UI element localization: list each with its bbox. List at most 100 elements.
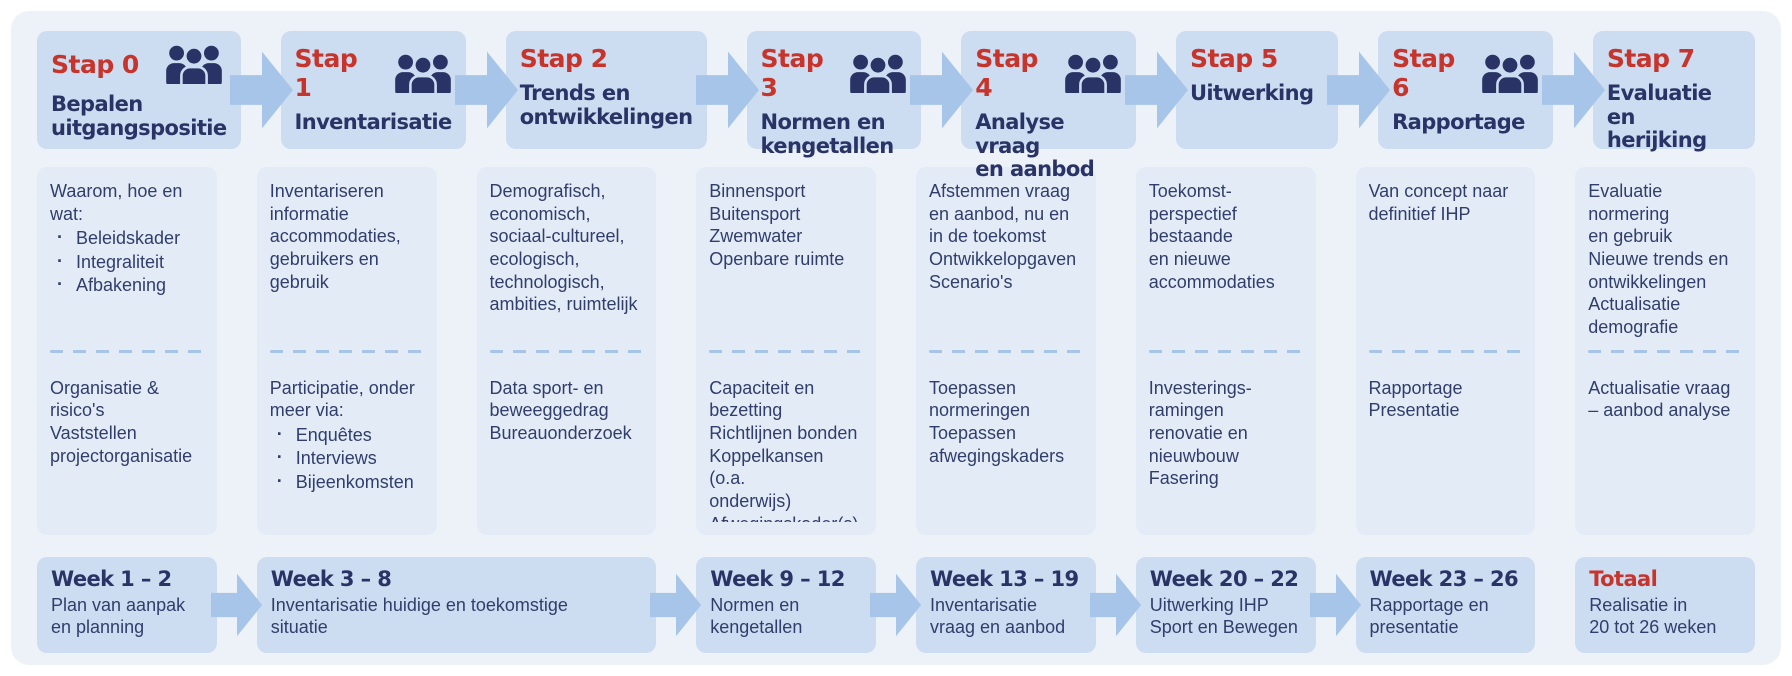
- ihp-process-diagram: Stap 0 Bepalen uitgangspositie: [11, 11, 1781, 665]
- week-text: Inventarisatie huidige en toekomstige si…: [270, 595, 568, 637]
- week-title: Week 1 – 2: [51, 567, 172, 591]
- arrow-right-icon: [1307, 566, 1365, 644]
- week-title: Totaal: [1589, 567, 1658, 591]
- steps-detail-row: Waarom, hoe en wat: BeleidskaderIntegral…: [37, 167, 1755, 535]
- step-title: Rapportage: [1392, 110, 1525, 134]
- step-header-card: Stap 7 Evaluatie en herijking: [1592, 31, 1755, 152]
- week-title: Week 9 – 12: [710, 567, 845, 591]
- step-detail-card: Toekomst- perspectief bestaande en nieuw…: [1135, 167, 1316, 535]
- bullet-item: Integraliteit: [50, 250, 204, 274]
- bullet-item: Afbakening: [50, 273, 204, 297]
- detail-top-section: Van concept naar definitief IHP: [1369, 180, 1523, 350]
- step-detail-card: Van concept naar definitief IHP Rapporta…: [1355, 167, 1536, 535]
- week-card: Week 20 – 22 Uitwerking IHP Sport en Bew…: [1135, 557, 1361, 653]
- detail-bottom-section: Capaciteit en bezetting Richtlijnen bond…: [709, 353, 863, 523]
- week-title: Week 13 – 19: [930, 567, 1079, 591]
- detail-top-section: Afstemmen vraag en aanbod, nu en in de t…: [929, 180, 1083, 350]
- step-header-top: Stap 3: [761, 44, 908, 102]
- detail-bottom-text: Rapportage Presentatie: [1368, 377, 1463, 421]
- detail-bottom-section: Participatie, onder meer via: EnquêtesIn…: [270, 353, 424, 523]
- detail-top-text: Demografisch, economisch, sociaal-cultur…: [489, 181, 638, 315]
- detail-bottom-text: Toepassen normeringen Toepassen afweging…: [929, 377, 1065, 466]
- arrow-right-icon: [454, 42, 520, 138]
- weeks-timeline-row: Week 1 – 2 Plan van aanpak en planning W…: [37, 557, 1755, 653]
- step-title: Evaluatie en herijking: [1606, 81, 1712, 153]
- week-card: Totaal Realisatie in 20 tot 26 weken: [1575, 557, 1755, 653]
- week-text: Normen en kengetallen: [710, 595, 803, 637]
- step-title: Uitwerking: [1189, 81, 1314, 105]
- week-card: Week 23 – 26 Rapportage en presentatie: [1355, 557, 1536, 653]
- step-header-top: Stap 4: [975, 44, 1122, 102]
- step-label: Stap 5: [1189, 44, 1278, 73]
- week-text: Inventarisatie vraag en aanbod: [930, 595, 1066, 637]
- step-title: Analyse vraag en aanbod: [975, 110, 1095, 182]
- detail-top-section: Inventariseren informatie accommodaties,…: [270, 180, 424, 350]
- step-header-card: Stap 0 Bepalen uitgangspositie: [37, 31, 293, 149]
- detail-top-section: Waarom, hoe en wat: BeleidskaderIntegral…: [50, 180, 204, 350]
- arrow-right-icon: [867, 566, 925, 644]
- step-label: Stap 7: [1606, 44, 1695, 73]
- step-detail-card: Demografisch, economisch, sociaal-cultur…: [476, 167, 657, 535]
- dashed-divider: [709, 349, 863, 353]
- week-card: Week 13 – 19 Inventarisatie vraag en aan…: [916, 557, 1141, 653]
- detail-bottom-section: Actualisatie vraag – aanbod analyse: [1588, 353, 1742, 523]
- step-header-card: Stap 4 Analyse vraag en aanbod: [961, 31, 1188, 181]
- week-title: Week 20 – 22: [1149, 567, 1299, 591]
- detail-top-text: Binnensport Buitensport Zwemwater Openba…: [709, 181, 845, 270]
- week-text: Rapportage en presentatie: [1369, 595, 1489, 637]
- arrow-right-icon: [1541, 42, 1607, 138]
- detail-bottom-bullets: EnquêtesInterviewsBijeenkomsten: [270, 423, 424, 494]
- week-card: Week 3 – 8 Inventarisatie huidige en toe…: [256, 557, 702, 653]
- week-text: Realisatie in 20 tot 26 weken: [1589, 595, 1717, 637]
- step-header-top: Stap 7: [1607, 44, 1741, 73]
- detail-top-section: Demografisch, economisch, sociaal-cultur…: [490, 180, 644, 350]
- people-group-icon: [394, 53, 452, 93]
- detail-top-section: Evaluatie normering en gebruik Nieuwe tr…: [1588, 180, 1742, 350]
- dashed-divider: [489, 349, 644, 353]
- step-detail-card: Afstemmen vraag en aanbod, nu en in de t…: [916, 167, 1096, 535]
- detail-top-text: Van concept naar definitief IHP: [1368, 181, 1509, 224]
- detail-bottom-section: Data sport- en beweeggedrag Bureauonderz…: [490, 353, 644, 523]
- detail-bottom-text: Capaciteit en bezetting Richtlijnen bond…: [709, 377, 858, 523]
- detail-top-text: Inventariseren informatie accommodaties,…: [269, 181, 401, 292]
- detail-top-text: Evaluatie normering en gebruik Nieuwe tr…: [1588, 181, 1729, 338]
- week-card: Week 1 – 2 Plan van aanpak en planning: [37, 557, 262, 653]
- dashed-divider: [929, 349, 1083, 353]
- arrow-right-icon: [647, 566, 705, 644]
- dashed-divider: [269, 349, 424, 353]
- week-title: Week 23 – 26: [1369, 567, 1519, 591]
- detail-bottom-text: Participatie, onder meer via:: [269, 377, 415, 421]
- detail-bottom-text: Organisatie & risico's Vaststellen proje…: [50, 377, 193, 466]
- week-text: Uitwerking IHP Sport en Bewegen: [1149, 595, 1298, 637]
- dashed-divider: [50, 349, 204, 353]
- step-title: Normen en kengetallen: [760, 110, 895, 158]
- step-label: Stap 1: [294, 44, 358, 102]
- arrow-right-icon: [1124, 42, 1190, 138]
- step-label: Stap 3: [760, 44, 824, 102]
- arrow-right-icon: [695, 42, 761, 138]
- step-header-top: Stap 0: [51, 44, 227, 84]
- step-label: Stap 4: [975, 44, 1038, 102]
- people-group-icon: [1064, 53, 1122, 93]
- arrow-right-icon: [1087, 566, 1145, 644]
- detail-top-text: Waarom, hoe en wat:: [50, 181, 183, 224]
- dashed-divider: [1148, 349, 1303, 353]
- step-title: Trends en ontwikkelingen: [519, 81, 693, 129]
- step-detail-card: Evaluatie normering en gebruik Nieuwe tr…: [1575, 167, 1755, 535]
- people-group-icon: [849, 53, 907, 93]
- arrow-right-icon: [229, 42, 295, 138]
- step-header-card: Stap 2 Trends en ontwikkelingen: [505, 31, 759, 149]
- detail-bottom-text: Investerings- ramingen renovatie en nieu…: [1148, 377, 1252, 489]
- bullet-item: Enquêtes: [270, 423, 424, 447]
- detail-bottom-section: Rapportage Presentatie: [1369, 353, 1523, 523]
- detail-bottom-text: Actualisatie vraag – aanbod analyse: [1588, 377, 1731, 421]
- step-header-card: Stap 5 Uitwerking: [1175, 31, 1391, 149]
- step-header-card: Stap 3 Normen en kengetallen: [746, 31, 974, 157]
- detail-top-section: Binnensport Buitensport Zwemwater Openba…: [709, 180, 863, 350]
- step-header-card: Stap 6 Rapportage: [1378, 31, 1605, 149]
- step-title: Inventarisatie: [294, 110, 453, 134]
- people-group-icon: [1481, 53, 1539, 93]
- detail-top-section: Toekomst- perspectief bestaande en nieuw…: [1149, 180, 1303, 350]
- step-header-top: Stap 6: [1392, 44, 1539, 102]
- detail-bottom-section: Investerings- ramingen renovatie en nieu…: [1149, 353, 1303, 523]
